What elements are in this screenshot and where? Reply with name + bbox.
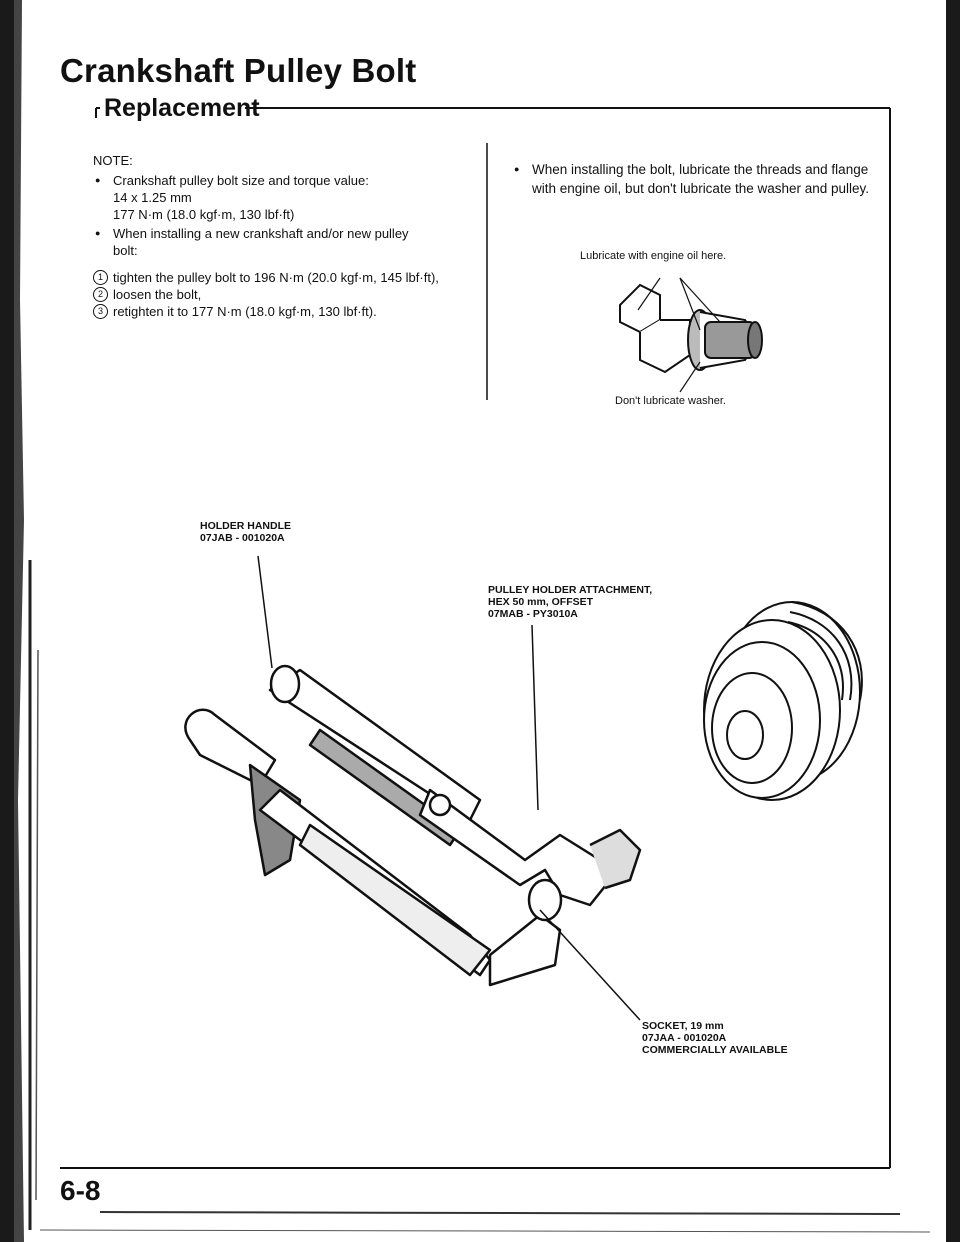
step-number: 2: [93, 287, 108, 302]
note-text: Crankshaft pulley bolt size and torque v…: [113, 173, 369, 188]
step-text: tighten the pulley bolt to 196 N·m (20.0…: [113, 270, 439, 285]
tool-name: SOCKET, 19 mm: [642, 1020, 724, 1032]
note-text: bolt:: [113, 243, 138, 258]
lubricate-label: Lubricate with engine oil here.: [580, 250, 727, 262]
step-3: 3 retighten it to 177 N·m (18.0 kgf·m, 1…: [93, 303, 468, 320]
washer-label: Don't lubricate washer.: [615, 395, 726, 407]
tool-name: PULLEY HOLDER ATTACHMENT,: [488, 584, 653, 596]
socket-callout: SOCKET, 19 mm 07JAA - 001020A COMMERCIAL…: [642, 1020, 788, 1056]
note-bullet-torque: Crankshaft pulley bolt size and torque v…: [93, 172, 468, 223]
tool-name: HOLDER HANDLE: [200, 520, 291, 532]
step-number: 3: [93, 304, 108, 319]
note-heading: NOTE:: [93, 153, 133, 168]
torque-value: 177 N·m (18.0 kgf·m, 130 lbf·ft): [113, 207, 295, 222]
step-text: loosen the bolt,: [113, 287, 202, 302]
step-number: 1: [93, 270, 108, 285]
section-title: Replacement: [104, 94, 260, 122]
tool-note: COMMERCIALLY AVAILABLE: [642, 1044, 788, 1056]
note-bullet-new-parts: When installing a new crankshaft and/or …: [93, 225, 468, 259]
page-title: Crankshaft Pulley Bolt: [60, 52, 417, 89]
step-1: 1 tighten the pulley bolt to 196 N·m (20…: [93, 269, 468, 286]
step-2: 2 loosen the bolt,: [93, 286, 468, 303]
holder-handle-callout: HOLDER HANDLE 07JAB - 001020A: [200, 520, 291, 544]
install-note: When installing the bolt, lubricate the …: [512, 160, 882, 200]
step-text: retighten it to 177 N·m (18.0 kgf·m, 130…: [113, 304, 377, 319]
install-bullet: When installing the bolt, lubricate the …: [512, 160, 882, 198]
tool-code: 07JAB - 001020A: [200, 532, 285, 544]
torque-steps: 1 tighten the pulley bolt to 196 N·m (20…: [93, 269, 468, 320]
tool-code: 07MAB - PY3010A: [488, 608, 578, 620]
tool-code: 07JAA - 001020A: [642, 1032, 727, 1044]
note-text: When installing a new crankshaft and/or …: [113, 226, 409, 241]
bolt-size: 14 x 1.25 mm: [113, 190, 192, 205]
attachment-callout: PULLEY HOLDER ATTACHMENT, HEX 50 mm, OFF…: [488, 584, 652, 620]
page-number: 6-8: [60, 1175, 101, 1206]
note-block: Crankshaft pulley bolt size and torque v…: [93, 172, 468, 320]
tool-spec: HEX 50 mm, OFFSET: [488, 596, 594, 608]
